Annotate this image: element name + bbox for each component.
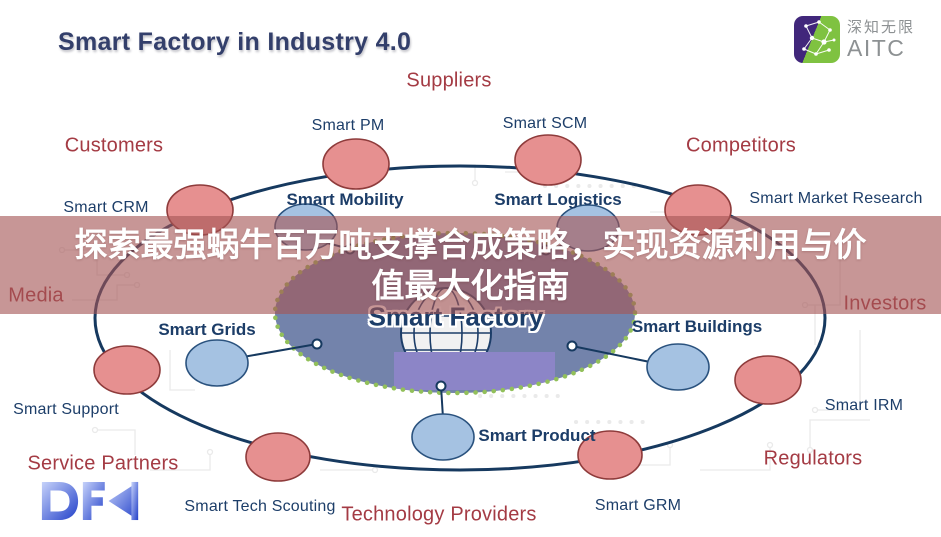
label-smart-grids: Smart Grids [158,320,256,339]
label-smart-buildings: Smart Buildings [631,317,763,336]
aitc-network-icon [802,20,836,56]
dfki-logo-icon [41,481,139,521]
node-smart-pm [322,138,390,190]
overlay-text-line2: 值最大化指南 [371,267,570,304]
page-title: Smart Factory in Industry 4.0 [58,28,412,56]
label-smart-support: Smart Support [13,401,119,418]
aitc-logo-en-text: AITC [846,34,906,61]
label-smart-scm: Smart SCM [502,115,588,132]
node-smart-irm [734,355,802,405]
label-smart-logistics: Smart Logistics [494,190,622,209]
node-smart-tech-scouting [245,432,311,482]
label-smart-crm: Smart CRM [63,199,149,216]
node-smart-support [93,345,161,395]
label-customers: Customers [64,134,164,157]
node-smart-scm [514,134,582,186]
label-smart-pm: Smart PM [311,117,385,134]
label-technology-providers: Technology Providers [341,503,537,526]
label-suppliers: Suppliers [406,69,492,92]
label-regulators: Regulators [763,447,863,470]
label-smart-tech-scouting: Smart Tech Scouting [184,498,336,515]
outer-ring [93,164,827,472]
label-competitors: Competitors [685,134,797,157]
label-smart-product: Smart Product [478,426,596,445]
node-smart-product [411,413,475,461]
label-smart-mobility: Smart Mobility [286,190,404,209]
dfki-logo [40,477,140,530]
node-smart-buildings [646,343,710,391]
node-smart-grids [185,339,249,387]
aitc-logo-icon [793,16,840,63]
label-smart-market-research: Smart Market Research [749,190,923,207]
aitc-logo-cn-text: 深知无限 [846,18,915,36]
aitc-logo: 深知无限 AITC [793,16,915,63]
label-service-partners: Service Partners [27,452,179,475]
overlay-text-line1: 探索最强蜗牛百万吨支撑合成策略，实现资源利用与价 [74,226,867,263]
hub-purple-box [394,352,555,390]
overlay-banner: 探索最强蜗牛百万吨支撑合成策略，实现资源利用与价 值最大化指南 [0,216,941,314]
label-smart-grm: Smart GRM [594,497,682,514]
label-smart-irm: Smart IRM [824,397,904,414]
node-smart-grm [577,430,643,480]
